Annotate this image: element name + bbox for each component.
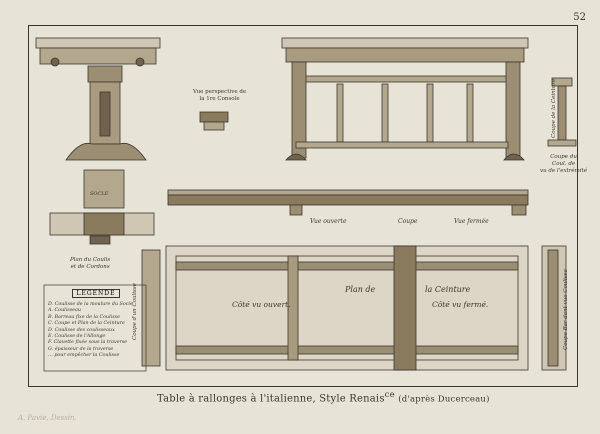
legend-item: C. Coupe et Plan de la Ceinture <box>48 321 125 327</box>
caption-suffix: ce <box>384 390 395 400</box>
legend-item: F. Clavette fixée sous la traverse <box>48 340 128 346</box>
coupe-bardant <box>541 245 567 371</box>
vue-ouverte-label: Vue ouverte <box>310 218 347 225</box>
cote-ferme-label: Côté vu fermé. <box>432 300 489 309</box>
legend-item: B. Barreau fixe de la Coulisse <box>48 314 120 320</box>
table-plan <box>141 245 529 371</box>
coupe-column-label: Coupe de la Ceinture <box>551 78 557 138</box>
artist-signature: A. Pavie, Dessin. <box>18 414 77 422</box>
legend-title: LEGENDE <box>72 289 120 298</box>
legend-item: E. Coulisse de l'Allonge <box>48 334 106 340</box>
legend-item: … pour empêcher la Coulisse <box>48 353 120 359</box>
vue-fermee-label: Vue fermée <box>454 218 489 225</box>
coupe-bardant-label: Coupe Bar dant vue Coulisse <box>563 269 569 350</box>
end-support-elevation <box>35 37 161 161</box>
legend-item: D. Coulisse de la moulure du Socle <box>48 302 133 307</box>
legend-list: D. Coulisse de la moulure du Socle A. Co… <box>48 302 133 360</box>
caption-source: (d'après Ducerceau) <box>398 394 490 405</box>
caption-main: Table à rallonges à l'italienne, Style R… <box>157 393 385 405</box>
legend-item: D. Coulisse des coulisseaux <box>48 327 115 333</box>
plan-de-label: Plan de <box>345 285 376 294</box>
table-side-elevation <box>281 37 529 161</box>
legend-item: G. épaisseur de la traverse <box>48 346 114 352</box>
coupe-side-label: Coupe du Coul. de vu de l'extrémité <box>540 154 588 175</box>
middle-section-view <box>167 189 529 216</box>
socle-plan <box>49 169 155 245</box>
console-perspective <box>199 111 229 131</box>
legend-box: LEGENDE D. Coulisse de la moulure du Soc… <box>44 285 146 371</box>
perspective-label: Vue perspective de la 1re Console <box>193 89 247 103</box>
legend-item: A. Coulisseau <box>48 308 81 314</box>
plan-coulisse-label: Plan du Coulis et de Cordons <box>70 257 111 271</box>
la-ceinture-label: la Ceinture <box>425 285 471 294</box>
socle-label: SOCLE <box>90 191 109 197</box>
cote-ouvert-label: Côté vu ouvert. <box>232 300 291 309</box>
coupe-label: Coupe <box>398 218 418 225</box>
plate-frame <box>28 25 578 387</box>
plate-caption: Table à rallonges à l'italienne, Style R… <box>157 390 490 404</box>
page-number: 52 <box>573 12 586 23</box>
coupe-column <box>547 77 577 147</box>
